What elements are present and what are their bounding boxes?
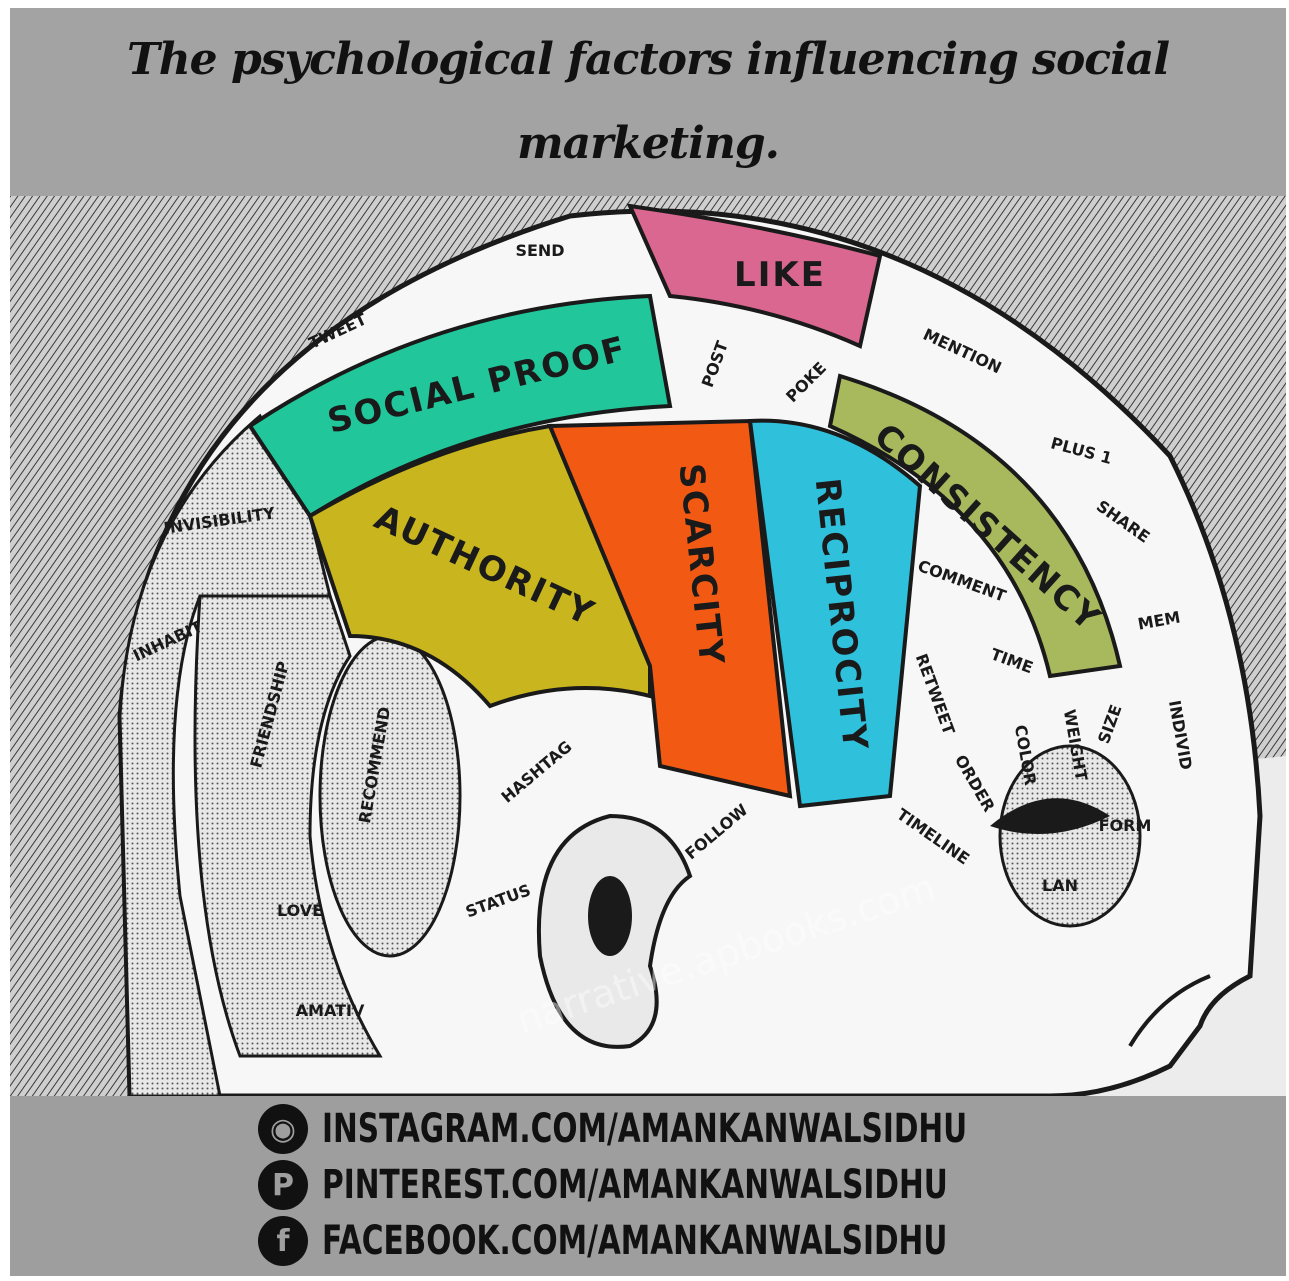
pinterest-link[interactable]: PINTEREST.COM/AMANKANWALSIDHU: [322, 1162, 948, 1208]
title-band: The psychological factors influencing so…: [10, 8, 1286, 196]
facebook-row: f FACEBOOK.COM/AMANKANWALSIDHU: [258, 1216, 1167, 1266]
page-title: The psychological factors influencing so…: [88, 18, 1208, 186]
facebook-icon: f: [258, 1216, 308, 1266]
instagram-link[interactable]: INSTAGRAM.COM/AMANKANWALSIDHU: [322, 1106, 967, 1152]
label-amativ: AMATIV: [296, 1001, 365, 1020]
label-like: LIKE: [734, 255, 826, 295]
label-form: FORM: [1099, 816, 1152, 835]
label-lan: LAN: [1042, 876, 1078, 895]
recommend-zone: [320, 636, 460, 956]
infographic: The psychological factors influencing so…: [10, 8, 1286, 1276]
pinterest-icon: P: [258, 1160, 308, 1210]
label-love: LOVE: [277, 901, 323, 920]
facebook-link[interactable]: FACEBOOK.COM/AMANKANWALSIDHU: [322, 1218, 947, 1264]
instagram-row: ◉ INSTAGRAM.COM/AMANKANWALSIDHU: [258, 1104, 1194, 1154]
social-footer: ◉ INSTAGRAM.COM/AMANKANWALSIDHU P PINTER…: [10, 1096, 1286, 1276]
ear-canal: [588, 876, 632, 956]
phrenology-head-svg: LIKE SOCIAL PROOF AUTHORITY SCARCITY REC…: [10, 196, 1286, 1096]
pinterest-row: P PINTEREST.COM/AMANKANWALSIDHU: [258, 1160, 1168, 1210]
phrenology-diagram: LIKE SOCIAL PROOF AUTHORITY SCARCITY REC…: [10, 196, 1286, 1096]
instagram-icon: ◉: [258, 1104, 308, 1154]
label-send: SEND: [515, 241, 564, 260]
